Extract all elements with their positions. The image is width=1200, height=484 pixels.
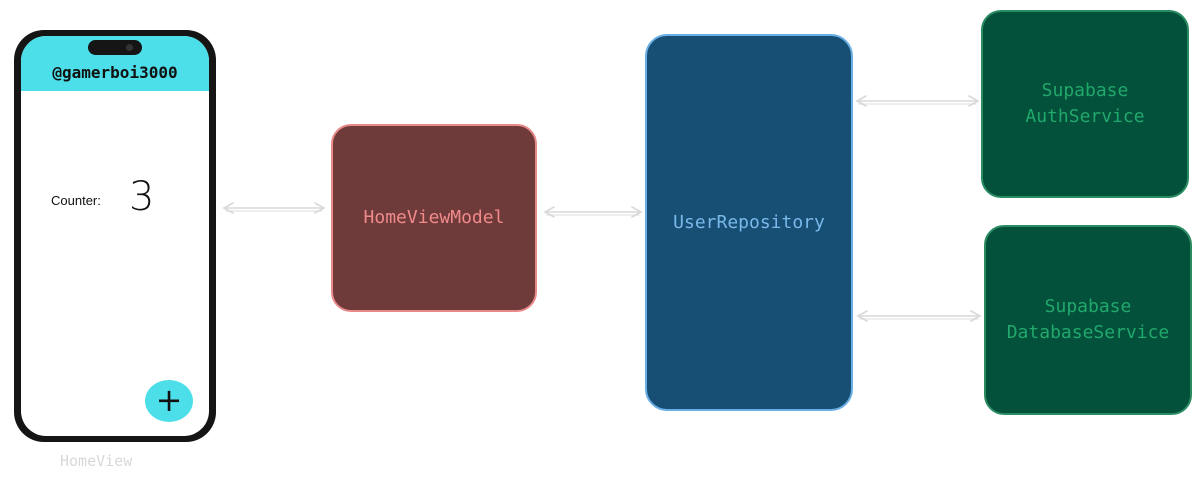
counter-label: Counter: bbox=[51, 193, 101, 208]
camera-dot bbox=[126, 44, 133, 51]
user-repository-label: UserRepository bbox=[673, 211, 825, 233]
phone-header: @gamerboi3000 bbox=[21, 36, 209, 91]
auth-service-label: Supabase AuthService bbox=[1025, 80, 1145, 127]
home-view-caption: HomeView bbox=[60, 452, 133, 470]
database-service-box: Supabase DatabaseService bbox=[984, 225, 1192, 415]
auth-service-box: Supabase AuthService bbox=[981, 10, 1189, 198]
counter-value: 3 bbox=[129, 174, 155, 220]
database-service-label: Supabase DatabaseService bbox=[1006, 296, 1170, 343]
home-view-model-box: HomeViewModel bbox=[331, 124, 537, 312]
user-repository-box: UserRepository bbox=[645, 34, 853, 411]
phone-screen: @gamerboi3000 Counter: 3 + bbox=[21, 36, 209, 436]
add-button[interactable]: + bbox=[145, 380, 193, 422]
dynamic-island bbox=[88, 40, 142, 55]
username-label: @gamerboi3000 bbox=[52, 63, 178, 82]
home-view-model-label: HomeViewModel bbox=[363, 207, 505, 228]
